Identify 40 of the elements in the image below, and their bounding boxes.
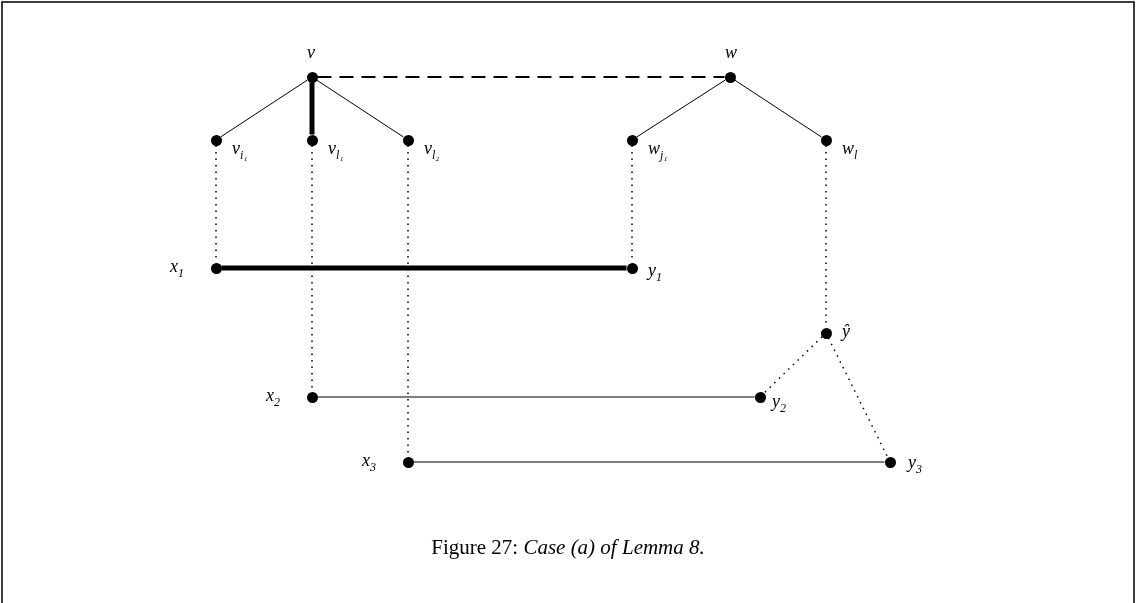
vertex-label: ŷ bbox=[842, 321, 850, 341]
vertex-dot bbox=[306, 71, 318, 83]
vertex-dot bbox=[402, 456, 414, 468]
vertex-label: v bbox=[307, 42, 315, 62]
vertex-label: v$_{i₁}$ bbox=[232, 138, 248, 164]
vertex-dot bbox=[820, 327, 832, 339]
line bbox=[636, 79, 726, 138]
vertex-dot bbox=[402, 134, 414, 146]
thick-line bbox=[309, 82, 315, 135]
line bbox=[220, 79, 308, 138]
vertex-dot bbox=[306, 391, 318, 403]
line bbox=[413, 461, 885, 463]
vertex-dot bbox=[724, 71, 736, 83]
dotted-line bbox=[827, 337, 889, 458]
vertex-label: w$_{l}$ bbox=[842, 138, 858, 164]
vertex-label: v$_{l₁}$ bbox=[328, 138, 344, 164]
vertex-label: w$_{j₁}$ bbox=[648, 138, 668, 164]
vertex-label: x$_{3}$ bbox=[362, 450, 376, 476]
vertex-dot bbox=[754, 391, 766, 403]
vertex-label: x$_{1}$ bbox=[170, 256, 184, 282]
line bbox=[734, 79, 822, 138]
dashed-line bbox=[316, 76, 726, 78]
vertex-label: y$_{1}$ bbox=[648, 260, 662, 286]
vertex-dot bbox=[210, 262, 222, 274]
line bbox=[316, 79, 404, 138]
figure-caption: Figure 27: Case (a) of Lemma 8. bbox=[431, 535, 705, 559]
vertex-dot bbox=[884, 456, 896, 468]
vertex-dot bbox=[820, 134, 832, 146]
vertex-label: x$_{2}$ bbox=[266, 385, 280, 411]
vertex-dot bbox=[626, 134, 638, 146]
line bbox=[317, 396, 755, 398]
vertex-label: y$_{2}$ bbox=[772, 391, 786, 417]
vertex-label: w bbox=[725, 42, 737, 62]
vertex-label: v$_{l₂}$ bbox=[424, 138, 440, 164]
vertex-label: y$_{3}$ bbox=[908, 452, 922, 478]
vertex-dot bbox=[306, 134, 318, 146]
vertex-dot bbox=[626, 262, 638, 274]
vertex-dot bbox=[210, 134, 222, 146]
thick-line bbox=[221, 265, 627, 271]
dotted-line bbox=[763, 336, 823, 394]
